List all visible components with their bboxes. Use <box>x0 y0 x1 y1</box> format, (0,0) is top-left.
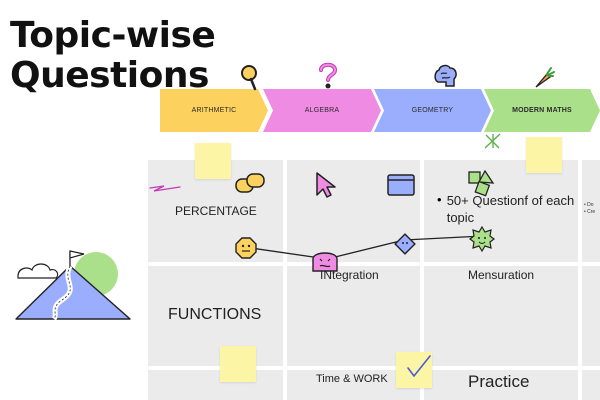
grid-divider <box>148 262 600 266</box>
grid-divider <box>148 366 600 370</box>
title-line-1: Topic-wise <box>10 15 216 56</box>
sparkle-icon <box>484 133 501 149</box>
list-item: • 50+ Questionf of each topic <box>437 192 575 226</box>
octagon-face-icon[interactable] <box>234 236 258 260</box>
question-icon <box>319 62 338 89</box>
carrot-icon <box>535 67 555 88</box>
clipped-text-fragment: • Do• Cre <box>584 202 596 215</box>
topic-ribbon: ARITHMETIC ALGEBRA GEOMETRY MODERN MATHS <box>160 89 600 132</box>
sticky-note[interactable] <box>526 137 562 173</box>
bullet-text: 50+ Questionf of each topic <box>446 193 575 225</box>
chat-bubbles-icon <box>235 173 265 193</box>
topic-label-time-work: Time & WORK <box>316 373 388 385</box>
tab-label: ARITHMETIC <box>191 107 237 114</box>
topic-label-practice: Practice <box>468 372 530 391</box>
brain-icon <box>434 64 457 87</box>
tab-arithmetic[interactable]: ARITHMETIC <box>160 89 268 132</box>
tab-geometry[interactable]: GEOMETRY <box>374 89 491 132</box>
grid-divider <box>578 160 582 400</box>
mountain-flag-illustration <box>15 250 131 321</box>
bullet-mark: • <box>437 192 442 207</box>
tab-label: MODERN MATHS <box>512 107 572 114</box>
bullet-list: • 50+ Questionf of each topic <box>437 192 575 226</box>
title-line-2: Questions <box>10 55 209 96</box>
connector-line <box>243 235 484 260</box>
browser-window-icon <box>387 174 415 196</box>
sticky-note[interactable] <box>195 143 231 179</box>
sun-face-icon[interactable] <box>469 226 495 252</box>
tab-label: ALGEBRA <box>304 107 340 114</box>
diamond-face-icon[interactable] <box>393 232 417 256</box>
grid-divider <box>283 160 287 400</box>
shapes-icon <box>468 169 495 197</box>
tab-algebra[interactable]: ALGEBRA <box>263 89 381 132</box>
sticky-note[interactable] <box>220 346 256 382</box>
topic-label-percentage: PERCENTAGE <box>175 204 257 218</box>
tab-label: GEOMETRY <box>411 107 454 114</box>
page-title: Topic-wise Questions <box>10 15 216 96</box>
topic-label-functions: FUNCTIONS <box>168 306 262 323</box>
topic-label-mensuration: Mensuration <box>468 268 535 282</box>
checkmark-icon <box>407 355 431 378</box>
cursor-icon <box>316 172 336 198</box>
sticky-note[interactable] <box>396 352 432 388</box>
grid-divider <box>420 160 424 400</box>
pink-blob-face-icon[interactable] <box>311 247 339 273</box>
magnifier-icon <box>241 65 257 91</box>
scribble-decoration <box>149 185 181 192</box>
tab-modern-maths[interactable]: MODERN MATHS <box>484 89 600 132</box>
